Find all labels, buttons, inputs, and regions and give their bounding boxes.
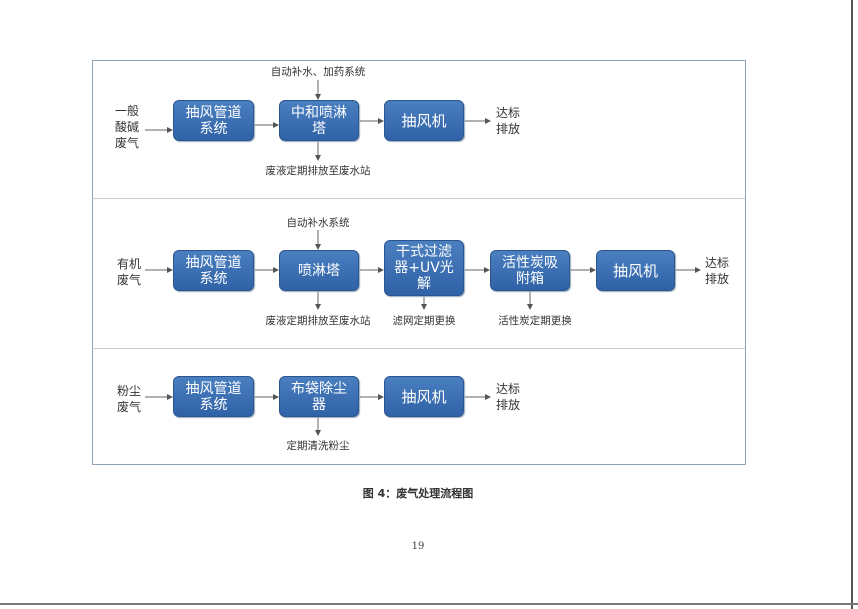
page-number: 19 [411,541,425,552]
process-box: 抽风机 [384,100,464,141]
figure-caption: 图 4：废气处理流程图 [362,487,474,500]
process-box: 活性炭吸 附箱 [490,250,570,291]
process-box: 干式过滤 器+UV光 解 [384,240,464,296]
diagram-frame [92,60,746,465]
process-box: 中和喷淋 塔 [279,100,359,141]
scan-edge [0,603,858,605]
output-label: 达标 排放 [496,382,521,412]
output-label: 达标 排放 [705,256,730,286]
scan-edge [851,0,853,609]
process-box: 抽风管道 系统 [173,250,254,291]
section-divider [92,198,745,199]
section-divider [92,348,745,349]
process-box: 喷淋塔 [279,250,359,291]
input-label: 粉尘 废气 [117,384,142,414]
output-label: 达标 排放 [496,106,521,136]
bottom-note: 废液定期排放至废水站 [265,315,371,327]
process-box: 抽风机 [384,376,464,417]
bottom-note: 废液定期排放至废水站 [265,165,371,177]
bottom-note: 活性炭定期更换 [498,315,572,327]
top-note: 自动补水、加药系统 [270,66,366,78]
bottom-note: 滤网定期更换 [392,315,456,327]
process-box: 抽风管道 系统 [173,100,254,141]
input-label: 一般 酸碱 废气 [115,104,140,150]
process-box: 抽风管道 系统 [173,376,254,417]
process-box: 抽风机 [596,250,675,291]
top-note: 自动补水系统 [286,217,350,229]
bottom-note: 定期清洗粉尘 [286,440,350,452]
input-label: 有机 废气 [117,257,142,287]
process-box: 布袋除尘 器 [279,376,359,417]
